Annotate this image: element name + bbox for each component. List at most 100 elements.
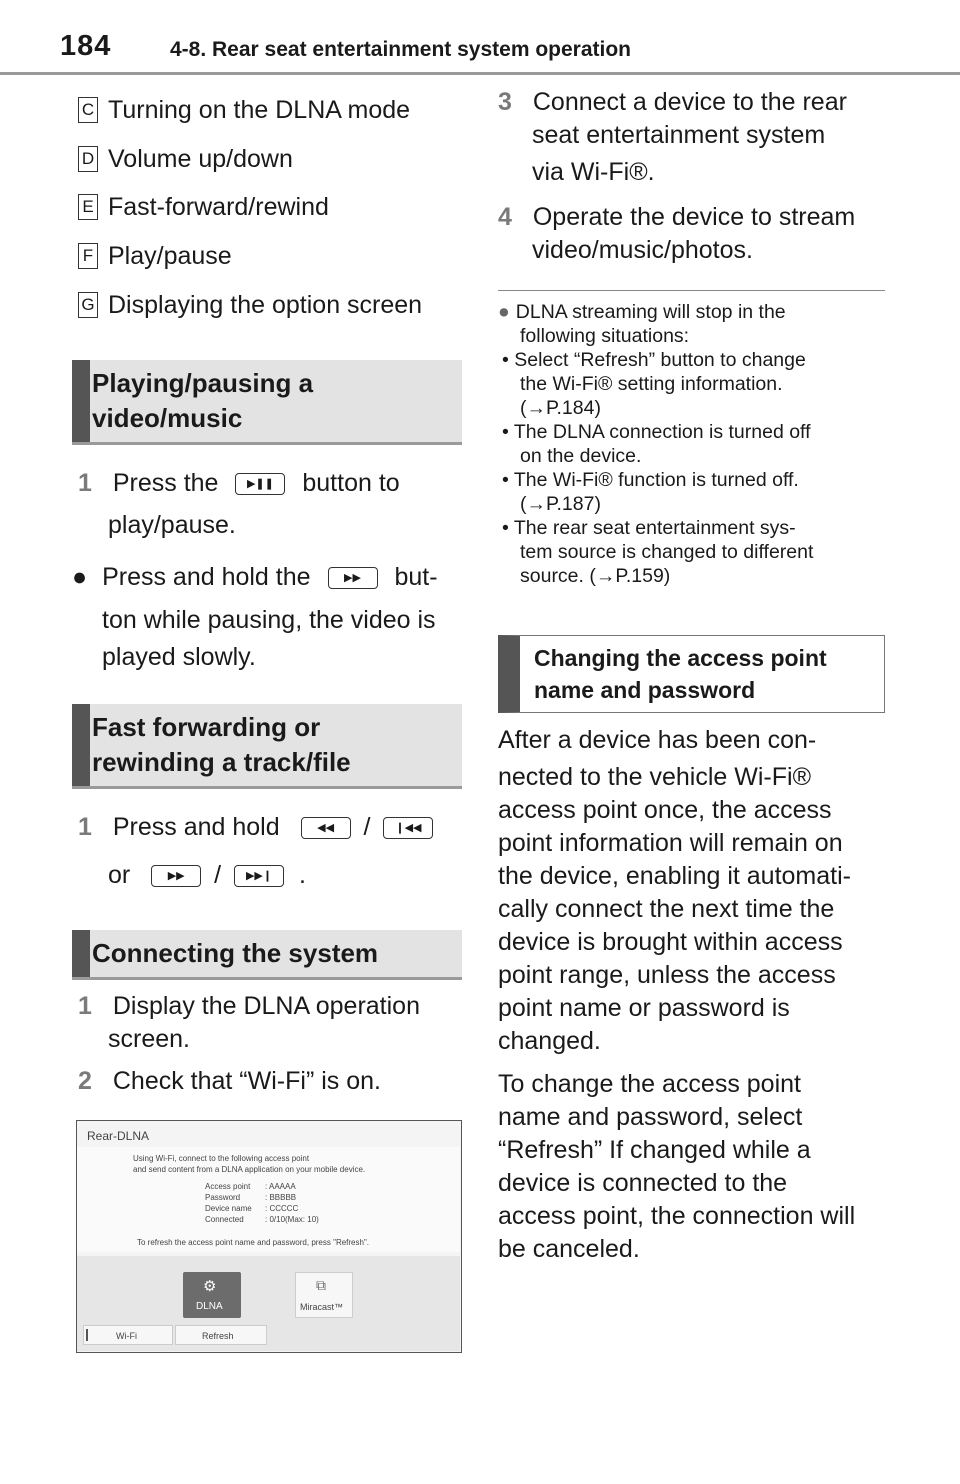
fast-forward-button-icon: ▶▶ xyxy=(151,865,202,888)
note-line: (→P.187) xyxy=(520,493,601,515)
bullet-text: but- xyxy=(394,563,438,591)
step-text: Press and hold xyxy=(112,813,280,841)
step-text: play/pause. xyxy=(108,511,236,539)
section-title: 4-8. Rear seat entertainment system oper… xyxy=(170,38,631,61)
step-text: seat entertainment system xyxy=(532,121,826,149)
bullet-icon: ● xyxy=(72,563,88,591)
step-number: 1 xyxy=(78,992,92,1020)
legend-text: Play/pause xyxy=(108,241,232,270)
heading-play-pause: Playing/pausing a video/music xyxy=(72,360,462,445)
heading-connecting: Connecting the system xyxy=(72,930,462,980)
play-pause-button-icon: ▶❚❚ xyxy=(235,473,286,496)
heading-line: Playing/pausing a xyxy=(92,368,314,398)
note-line: on the device. xyxy=(520,445,642,467)
note-line: • The rear seat entertainment sys- xyxy=(502,517,796,539)
refresh-label: Refresh xyxy=(202,1331,234,1341)
legend-item-e: E Fast-forward/rewind xyxy=(78,190,329,224)
note-line: following situations: xyxy=(520,325,690,347)
note-line: • Select “Refresh” button to change xyxy=(502,349,806,371)
note-line: source. (→P.159) xyxy=(520,565,671,587)
paragraph-line: cally connect the next time the xyxy=(498,895,835,923)
access-point-paragraph-2: To change the access point name and pass… xyxy=(498,1068,855,1266)
paragraph-line: access point, the connection will xyxy=(498,1202,856,1230)
screen-title: Rear-DLNA xyxy=(87,1129,150,1143)
paragraph-line: point name or password is xyxy=(498,994,790,1022)
legend-text: Volume up/down xyxy=(108,144,293,173)
paragraph-line: device is connected to the xyxy=(498,1169,788,1197)
screen-refresh-hint: To refresh the access point name and pas… xyxy=(137,1238,370,1247)
connecting-step-1: 1 Display the DLNA operation xyxy=(78,989,420,1023)
paragraph-line: point range, unless the access xyxy=(498,961,836,989)
heading-underline xyxy=(72,442,462,445)
legend-text: Displaying the option screen xyxy=(108,290,423,319)
note-line: tem source is changed to different xyxy=(520,541,814,563)
paragraph-line: the device, enabling it automati- xyxy=(498,862,851,890)
play-pause-bullet: ● Press and hold the ▶▶ but- xyxy=(72,560,438,594)
row-value: : AAAAA xyxy=(265,1182,296,1191)
miracast-label: Miracast™ xyxy=(300,1302,344,1312)
previous-track-button-icon: ❙◀◀ xyxy=(383,817,434,840)
legend-item-g: G Displaying the option screen xyxy=(78,288,422,322)
fast-forward-step-1: 1 Press and hold ◀◀ / ❙◀◀ xyxy=(78,810,434,844)
heading-line: Fast forwarding or xyxy=(92,712,321,742)
bullet-text: played slowly. xyxy=(102,643,256,671)
note-line: (→P.184) xyxy=(520,397,601,419)
dlna-screen-image: Rear-DLNA Using Wi-Fi, connect to the fo… xyxy=(76,1120,462,1353)
refresh-button[interactable]: Refresh xyxy=(175,1325,267,1345)
row-value: : CCCCC xyxy=(265,1204,299,1213)
connecting-step-3: 3 Connect a device to the rear xyxy=(498,85,847,119)
paragraph-line: After a device has been con- xyxy=(498,726,817,754)
note-line: • The Wi-Fi® function is turned off. xyxy=(502,469,799,491)
heading-line: Changing the access point xyxy=(534,645,827,671)
step-number: 2 xyxy=(78,1067,92,1095)
step-text: button to xyxy=(302,469,400,497)
slash: / xyxy=(363,813,371,841)
paragraph-line: access point once, the access xyxy=(498,796,832,824)
row-label: Device name xyxy=(205,1204,252,1213)
legend-letter: G xyxy=(78,292,98,318)
slash: / xyxy=(214,861,222,889)
note-divider xyxy=(498,290,885,291)
step-text: Display the DLNA operation xyxy=(112,992,420,1020)
heading-line: video/music xyxy=(92,403,243,433)
wifi-toggle-button[interactable]: Wi-Fi xyxy=(83,1325,173,1345)
legend-text: Fast-forward/rewind xyxy=(108,192,329,221)
legend-letter: D xyxy=(78,146,98,172)
row-value: : BBBBB xyxy=(265,1193,297,1202)
heading-fast-forward: Fast forwarding or rewinding a track/fil… xyxy=(72,704,462,789)
screen-bottom-area: ⚙ DLNA ⧉ Miracast™ Wi-Fi Refresh xyxy=(77,1256,460,1351)
heading-access-point: Changing the access point name and passw… xyxy=(498,635,885,713)
note-bullet-icon: ● xyxy=(498,301,510,323)
legend-letter: E xyxy=(78,194,98,220)
step-text: Connect a device to the rear xyxy=(532,88,847,116)
step-text: Press the xyxy=(112,469,219,497)
legend-item-d: D Volume up/down xyxy=(78,142,293,176)
paragraph-line: “Refresh” If changed while a xyxy=(498,1136,811,1164)
dlna-mode-button[interactable]: ⚙ DLNA xyxy=(183,1272,241,1318)
legend-item-f: F Play/pause xyxy=(78,239,232,273)
step-number: 1 xyxy=(78,469,92,497)
step-text: or xyxy=(108,861,131,889)
heading-underline xyxy=(72,977,462,980)
row-label: Password xyxy=(205,1193,241,1202)
dlna-icon: ⚙ xyxy=(203,1278,217,1295)
paragraph-line: point information will remain on xyxy=(498,829,843,857)
paragraph-line: device is brought within access xyxy=(498,928,843,956)
screen-intro: Using Wi-Fi, connect to the following ac… xyxy=(133,1154,310,1163)
note-line: the Wi-Fi® setting information. xyxy=(520,373,783,395)
row-value: : 0/10(Max: 10) xyxy=(265,1215,319,1224)
miracast-button[interactable]: ⧉ Miracast™ xyxy=(295,1272,353,1318)
wifi-label: Wi-Fi xyxy=(116,1331,137,1341)
page-number: 184 xyxy=(60,30,112,62)
paragraph-line: To change the access point xyxy=(498,1070,801,1098)
heading-line: Connecting the system xyxy=(92,938,379,968)
heading-line: name and password xyxy=(534,677,756,703)
step-number: 1 xyxy=(78,813,92,841)
paragraph-line: nected to the vehicle Wi-Fi® xyxy=(498,763,811,791)
step-text: . xyxy=(299,861,306,889)
play-pause-step-1: 1 Press the ▶❚❚ button to xyxy=(78,466,400,500)
miracast-icon: ⧉ xyxy=(316,1277,326,1293)
step-number: 3 xyxy=(498,88,512,116)
step-text: screen. xyxy=(108,1025,190,1053)
note-line: DLNA streaming will stop in the xyxy=(515,301,786,323)
